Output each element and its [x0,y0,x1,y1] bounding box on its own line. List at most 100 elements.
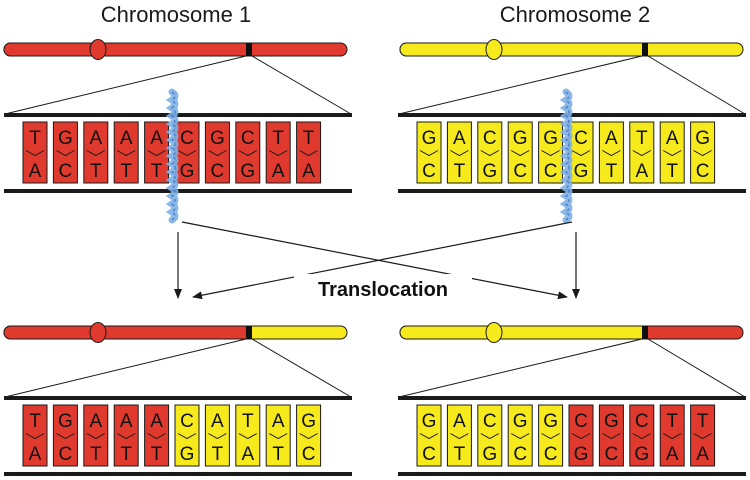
pairing-chevron [571,150,591,157]
base-top: G [695,128,710,149]
base-top: T [636,128,648,149]
base-bottom: T [454,444,466,465]
base-bottom: C [59,444,73,465]
translocation-arrows [174,221,580,300]
pairing-chevron [480,150,500,157]
base-pair-tile [446,404,472,467]
base-top: G [210,128,225,149]
base-top: A [150,411,163,432]
base-bottom: C [422,161,436,182]
base-top: C [180,128,194,149]
base-top: A [272,411,285,432]
base-top: G [58,411,73,432]
base-pair-tile [22,404,48,467]
pairing-chevron [177,150,197,157]
base-top: C [574,128,588,149]
base-top: G [513,128,528,149]
base-top: C [574,411,588,432]
zoom-line-right [251,55,352,115]
pairing-chevron [450,150,469,157]
arrow-chr1-to-chr2 [181,221,568,300]
base-pair-tile [507,404,533,467]
base-top: T [29,128,41,149]
zoom-line-right [251,338,352,398]
base-pair-tile [144,404,170,467]
pairing-chevron [25,433,45,440]
base-bottom: A [29,161,42,182]
base-pair-tile [629,404,655,467]
base-pair-tile [52,121,78,184]
zoom-line-left [4,338,247,398]
centromere [89,39,107,60]
pairing-chevron [86,433,106,440]
pairing-chevron [25,150,45,157]
pairing-chevron [419,433,439,440]
base-bottom: G [482,444,497,465]
chromosome-bar-left-segment [3,42,249,57]
base-bottom: T [120,161,132,182]
base-bottom: C [513,161,527,182]
base-bottom: C [605,444,619,465]
base-top: A [453,128,466,149]
base-bottom: A [272,161,285,182]
pairing-chevron [662,433,682,440]
chromosome-bar-left-segment [399,42,645,57]
chromosome-panels: TAGCATATATCGGCCGTATAGCATCGGCGCCGATTAATGC… [3,39,746,476]
base-pair-tile [629,121,655,184]
base-pair-tile [477,404,503,467]
zoom-line-left [4,55,247,115]
base-top: C [241,128,255,149]
base-pair-tile [446,121,472,184]
strand-top [4,113,352,117]
base-bottom: G [634,444,649,465]
pairing-chevron [510,433,530,440]
locus-mark [246,43,252,56]
base-top: G [543,128,558,149]
base-top: A [666,128,679,149]
base-top: A [211,411,224,432]
pairing-chevron [299,433,318,440]
chromosome-bar [3,322,348,343]
pairing-chevron [602,150,621,157]
chromosome-bar-left-segment [3,325,249,340]
base-bottom: C [422,444,436,465]
zoom-line-left [398,55,643,115]
base-pair-tile [265,404,291,467]
strand-top [398,396,746,400]
base-bottom: G [180,444,195,465]
pairing-chevron [238,433,258,440]
pairing-chevron [299,150,318,157]
base-bottom: T [666,161,678,182]
pairing-chevron [693,433,712,440]
base-pair-tile [174,404,200,467]
base-top: A [150,128,163,149]
base-bottom: G [574,444,589,465]
base-pair-tile [83,404,109,467]
pairing-chevron [238,150,258,157]
base-top: T [697,411,709,432]
pairing-chevron [541,150,560,157]
locus-mark [246,326,252,339]
base-pair-tile [598,404,624,467]
base-bottom: A [635,161,648,182]
base-pair-tile [659,121,685,184]
pairing-chevron [86,150,106,157]
base-pair-tile [538,121,564,184]
base-pair-tile [113,121,139,184]
base-top: A [89,411,102,432]
base-top: T [242,411,254,432]
strand-top [4,396,352,400]
base-pair-tile [507,121,533,184]
translocation-label: Translocation [318,279,448,301]
chromosome-bar [3,39,348,60]
pairing-chevron [571,433,591,440]
pairing-chevron [268,433,288,440]
pairing-chevron [268,150,288,157]
base-bottom: A [241,444,254,465]
base-bottom: T [212,444,224,465]
base-top: A [120,128,133,149]
zoom-line-right [647,55,746,115]
